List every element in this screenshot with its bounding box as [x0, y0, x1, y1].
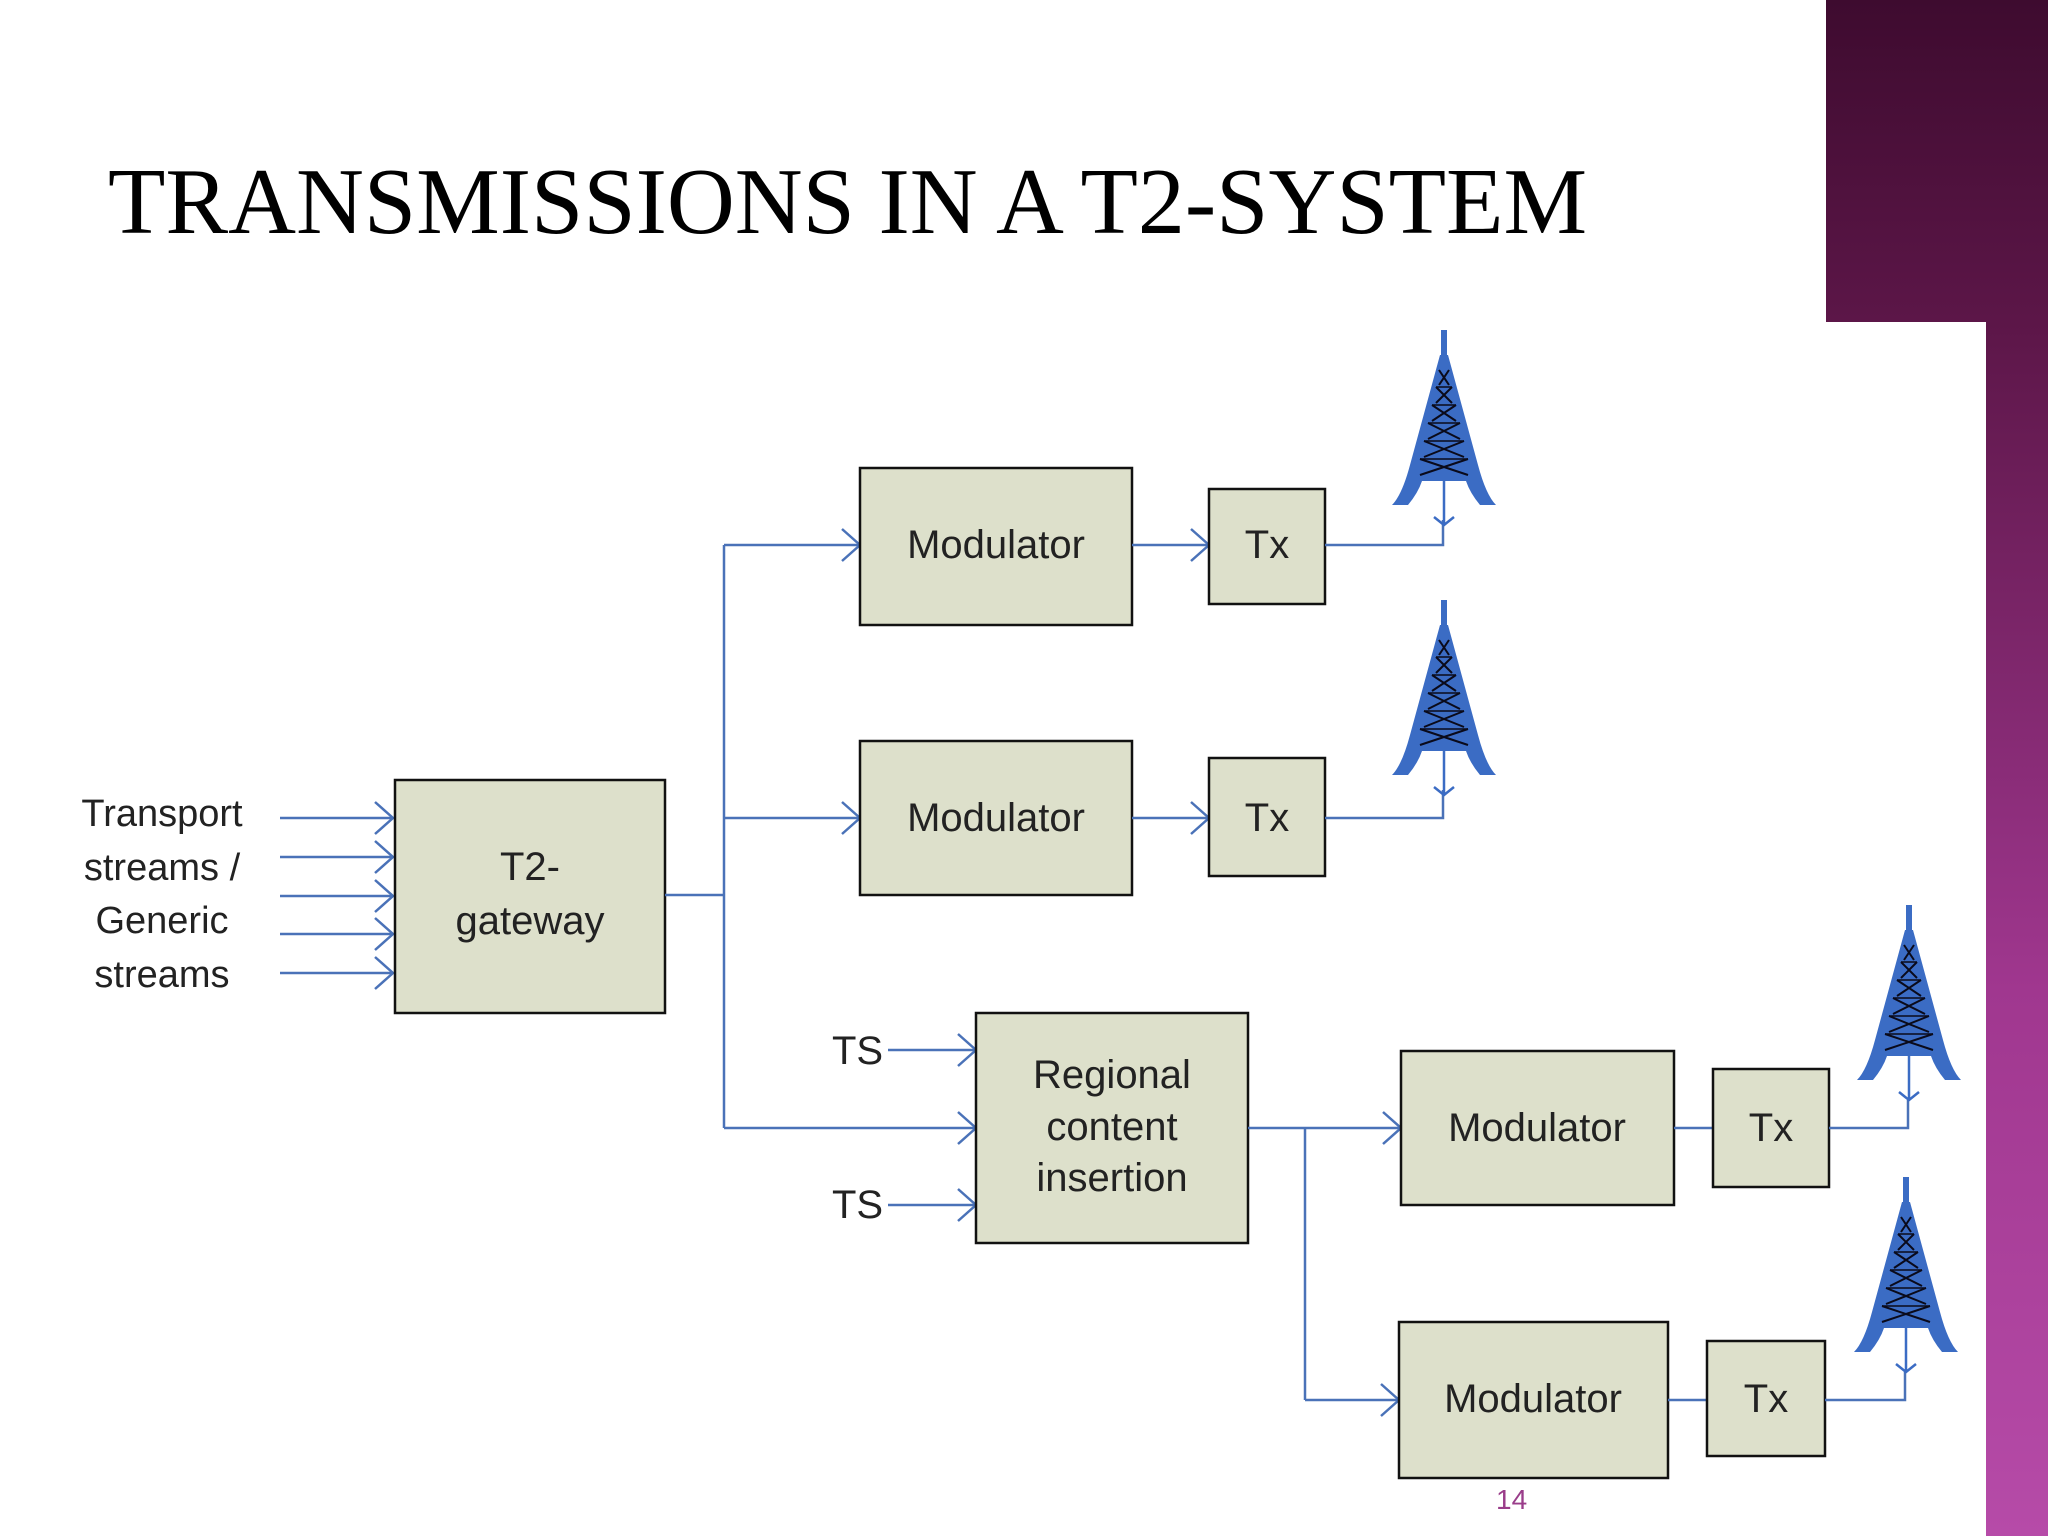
- regional-label-line-3: insertion: [1036, 1156, 1187, 1200]
- tx-block-2: Tx: [1207, 756, 1327, 878]
- regional-label-line-1: Regional: [1033, 1053, 1191, 1097]
- tx-block-4: Tx: [1705, 1339, 1827, 1458]
- antenna-tower-icon-3: [1857, 905, 1961, 1100]
- modulator-label-3: Modulator: [1448, 1106, 1626, 1150]
- input-label-line-1: Transport: [81, 793, 243, 835]
- input-label-line-4: streams: [94, 954, 229, 996]
- modulator-block-1: Modulator: [858, 466, 1134, 627]
- slide-title: TRANSMISSIONS IN A T2-SYSTEM: [108, 150, 1588, 254]
- gateway-label-line-1: T2-: [500, 845, 560, 889]
- modulator-block-3: Modulator: [1399, 1049, 1676, 1207]
- modulator-label-2: Modulator: [907, 796, 1085, 840]
- antenna-tower-icon-1: [1392, 330, 1496, 525]
- tx-label-1: Tx: [1245, 523, 1289, 567]
- modulator-label-4: Modulator: [1444, 1377, 1622, 1421]
- input-streams: [280, 801, 395, 990]
- input-label-line-3: Generic: [95, 900, 228, 942]
- antenna-tower-icon-2: [1392, 600, 1496, 795]
- regional-content-insertion-block: Regional content insertion: [974, 1011, 1250, 1245]
- tx-label-3: Tx: [1749, 1106, 1793, 1150]
- tx-block-1: Tx: [1207, 487, 1327, 606]
- tx-label-2: Tx: [1245, 796, 1289, 840]
- modulator-label-1: Modulator: [907, 523, 1085, 567]
- regional-label-line-2: content: [1046, 1105, 1177, 1149]
- decorative-side-strip: [1986, 322, 2048, 1536]
- gateway-label-line-2: gateway: [456, 899, 605, 943]
- wire-tx3-antenna: [1829, 1100, 1910, 1130]
- wire-tx2-antenna: [1325, 790, 1445, 820]
- wire-tx1-antenna: [1325, 520, 1445, 547]
- wire-tx4-antenna: [1825, 1372, 1907, 1402]
- tx-label-4: Tx: [1744, 1377, 1788, 1421]
- t2-gateway-block: T2- gateway: [393, 778, 667, 1015]
- page-number: 14: [1496, 1484, 1528, 1515]
- antenna-tower-icon-4: [1854, 1177, 1958, 1372]
- modulator-block-4: Modulator: [1397, 1320, 1670, 1480]
- ts-label-top: TS: [832, 1029, 883, 1073]
- input-label-line-2: streams /: [84, 847, 241, 889]
- decorative-side-band: [1826, 0, 2048, 322]
- ts-label-bottom: TS: [832, 1183, 883, 1227]
- modulator-block-2: Modulator: [858, 739, 1134, 897]
- tx-block-3: Tx: [1711, 1067, 1831, 1189]
- regional-distribution-wires: [1248, 1111, 1403, 1417]
